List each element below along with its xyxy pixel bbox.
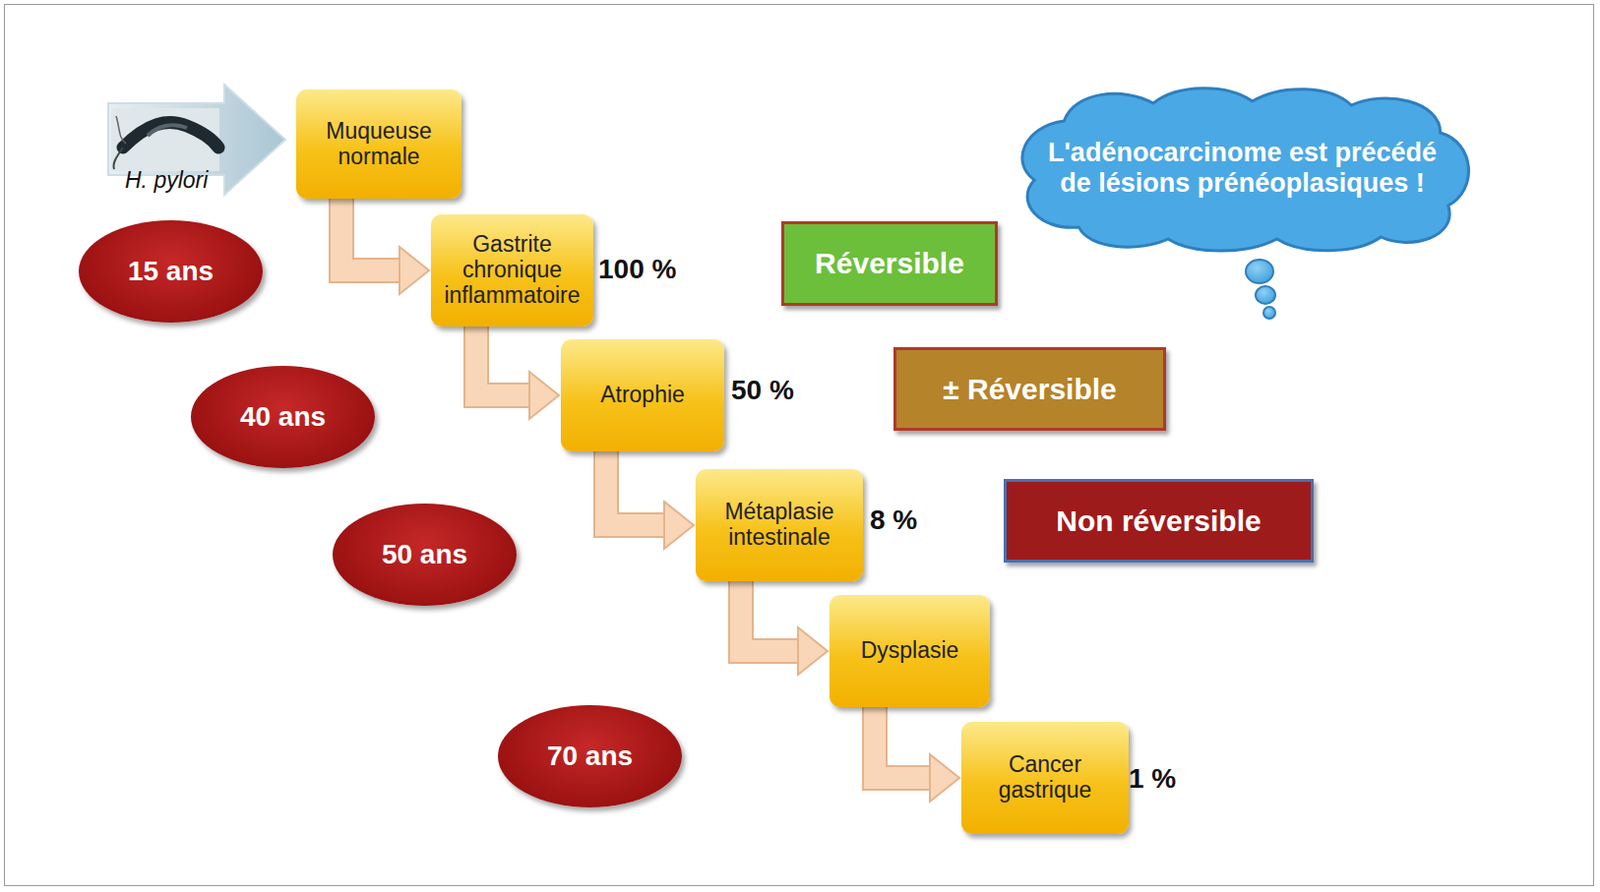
- stage-box: Cancer gastrique: [961, 722, 1129, 835]
- arrow-shaft: [740, 581, 802, 652]
- node-text: 15 ans: [127, 255, 214, 288]
- age-ellipse: 50 ans: [332, 503, 517, 607]
- age-ellipse: 15 ans: [78, 220, 263, 323]
- arrow-head: [529, 371, 559, 420]
- status-box: Non réversible: [1003, 479, 1314, 563]
- progression-arrow: [740, 581, 828, 676]
- node-text: Métaplasie intestinale: [703, 499, 856, 552]
- arrow-head: [929, 754, 960, 802]
- stage-box: Atrophie: [560, 339, 725, 452]
- arrow-shaft: [874, 707, 934, 779]
- node-text: Cancer gastrique: [969, 752, 1121, 804]
- arrow-shaft: [740, 581, 802, 652]
- arrow-head: [798, 627, 828, 676]
- node-text: ± Réversible: [942, 372, 1117, 407]
- status-box: Réversible: [781, 221, 998, 307]
- arrow-head: [664, 501, 694, 550]
- node-text: 70 ans: [547, 740, 633, 773]
- node-text: Dysplasie: [861, 638, 960, 665]
- organism-label: H. pylori: [124, 167, 208, 194]
- arrow-head: [399, 246, 430, 295]
- percentage: 50 %: [731, 374, 795, 407]
- percentage: 1 %: [1128, 763, 1176, 796]
- age-ellipse: 40 ans: [190, 366, 375, 469]
- node-text: Non réversible: [1055, 504, 1261, 539]
- stage-box: Gastrite chronique inflammatoire: [430, 214, 594, 327]
- arrow-shaft: [606, 451, 669, 526]
- progression-arrow: [606, 451, 694, 550]
- thought-cloud: L'adénocarcinome est précédé de lésions …: [1004, 81, 1480, 255]
- stage-box: Dysplasie: [829, 595, 990, 708]
- age-ellipse: 70 ans: [497, 705, 682, 808]
- arrow-shaft: [476, 326, 534, 396]
- node-text: Gastrite chronique inflammatoire: [438, 232, 586, 308]
- arrow-shaft: [476, 326, 534, 396]
- node-text: 50 ans: [381, 539, 468, 571]
- progression-arrow: [874, 707, 960, 802]
- arrow-shaft: [606, 451, 669, 526]
- stage-box: Métaplasie intestinale: [695, 469, 863, 582]
- node-text: L'adénocarcinome est précédé de lésions …: [1044, 137, 1441, 199]
- status-box: ± Réversible: [893, 347, 1167, 431]
- stage-box: Muqueuse normale: [296, 89, 462, 199]
- percentage: 100 %: [598, 253, 677, 286]
- thought-bubbles: [1245, 259, 1276, 319]
- h-pylori-arrow: [108, 84, 286, 195]
- node-text: 40 ans: [240, 401, 326, 433]
- node-text: Réversible: [814, 246, 965, 281]
- node-text: Atrophie: [600, 382, 685, 409]
- arrow-shaft: [341, 198, 404, 271]
- arrow-shaft: [874, 707, 934, 779]
- node-text: Muqueuse normale: [304, 119, 454, 171]
- percentage: 8 %: [869, 504, 918, 537]
- progression-arrow: [476, 326, 559, 420]
- progression-arrow: [341, 198, 430, 295]
- arrow-shaft: [341, 198, 404, 271]
